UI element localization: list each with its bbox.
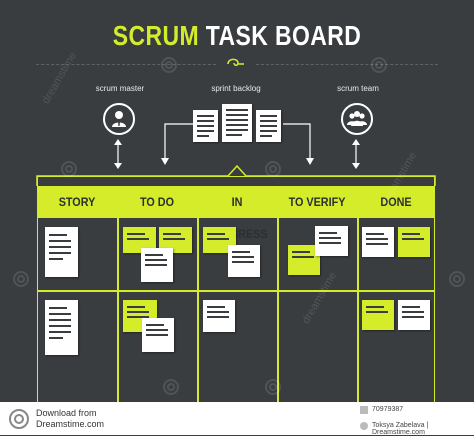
- footer-bar: Download from Dreamstime.com 70979387 To…: [0, 402, 474, 436]
- title-accent: SCRUM: [112, 20, 199, 51]
- author-icon: [360, 422, 368, 430]
- to-verify-card: [315, 226, 348, 256]
- dreamstime-logo-icon: [9, 409, 29, 429]
- column-todo: TO DO: [139, 195, 175, 209]
- backlog-doc-1: [193, 110, 218, 142]
- to-verify-card: [288, 245, 320, 275]
- board-header: [37, 186, 435, 218]
- scrum-master-icon: [103, 103, 135, 135]
- watermark-spiral-icon: [449, 271, 465, 287]
- watermark-spiral-icon: [161, 57, 177, 73]
- done-card: [398, 300, 430, 330]
- column-to-verify: TO VERIFY: [288, 195, 346, 209]
- backlog-doc-3: [256, 110, 281, 142]
- todo-card: [159, 227, 192, 253]
- watermark-spiral-icon: [61, 161, 77, 177]
- done-card: [362, 227, 394, 257]
- watermark-spiral-icon: [163, 379, 179, 395]
- todo-card: [123, 227, 156, 253]
- title-rest: TASK BOARD: [205, 20, 362, 51]
- watermark-spiral-icon: [265, 379, 281, 395]
- scrum-master-label: scrum master: [95, 84, 145, 93]
- story-card: [45, 300, 78, 355]
- board-title: SCRUM TASK BOARD: [43, 20, 432, 52]
- watermark-spiral-icon: [13, 271, 29, 287]
- in-progress-card: [228, 245, 260, 277]
- column-in-progress: IN PROGRESS: [206, 195, 268, 241]
- watermark-spiral-icon: [265, 161, 281, 177]
- footer-download-text: Download from: [36, 408, 97, 418]
- column-divider: [277, 186, 279, 410]
- footer-site-link[interactable]: Dreamstime.com: [36, 419, 105, 429]
- backlog-doc-2: [222, 104, 252, 142]
- scrum-team-label: scrum team: [337, 84, 379, 93]
- column-divider: [117, 186, 119, 410]
- id-icon: [360, 406, 368, 414]
- column-divider: [197, 186, 199, 410]
- in-progress-card: [203, 300, 235, 332]
- column-done: DONE: [380, 195, 412, 209]
- scrum-team-icon: [341, 103, 373, 135]
- done-card: [398, 227, 430, 257]
- todo-card: [142, 318, 174, 352]
- footer-credit: Toksya Zabelava | Dreamstime.com: [372, 422, 429, 436]
- swirl-icon: [227, 58, 244, 66]
- title-divider-left: [36, 64, 216, 66]
- title-divider-right: [256, 64, 438, 66]
- footer-image-id: 70979387: [372, 406, 404, 413]
- sprint-backlog-label: sprint backlog: [211, 84, 261, 93]
- done-card: [362, 300, 394, 330]
- watermark-spiral-icon: [371, 57, 387, 73]
- story-card: [45, 227, 78, 277]
- todo-card: [141, 248, 173, 282]
- column-story: STORY: [58, 195, 96, 209]
- row-divider: [37, 290, 435, 292]
- column-divider: [357, 186, 359, 410]
